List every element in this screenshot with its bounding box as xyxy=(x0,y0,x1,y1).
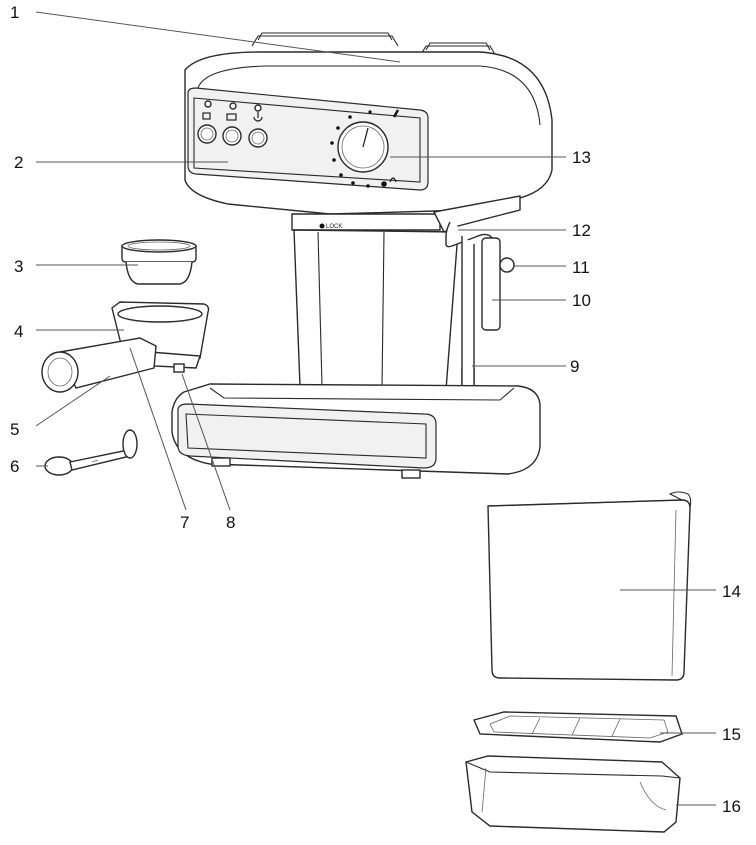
button-double-cup xyxy=(222,113,242,146)
steam-selector-knob xyxy=(330,109,400,188)
part-label-16: 16 xyxy=(722,797,741,816)
part-label-14: 14 xyxy=(722,582,741,601)
part-label-3: 3 xyxy=(14,257,23,276)
machine-column xyxy=(293,229,459,391)
lock-indicator-text: LOCK xyxy=(326,224,342,230)
part-label-6: 6 xyxy=(10,457,19,476)
power-button xyxy=(248,112,268,148)
part-label-11: 11 xyxy=(572,258,590,277)
part-label-2: 2 xyxy=(14,153,23,172)
part-label-10: 10 xyxy=(572,291,591,310)
part-label-7: 7 xyxy=(180,513,189,532)
portafilter-handle xyxy=(41,337,157,393)
part-label-1: 1 xyxy=(10,3,19,22)
group-head: LOCK xyxy=(291,213,441,231)
button-single-cup xyxy=(197,112,217,144)
part-label-9: 9 xyxy=(570,357,579,376)
part-label-15: 15 xyxy=(722,725,741,744)
steam-wand-assembly xyxy=(432,195,521,394)
callout-leader-lines xyxy=(35,11,716,806)
part-label-13: 13 xyxy=(572,148,591,167)
machine-base xyxy=(171,383,541,479)
drip-tray xyxy=(465,755,681,833)
espresso-machine-illustration: LOCK xyxy=(171,32,553,479)
filter-basket xyxy=(121,239,197,285)
part-number-labels: 1 2 3 4 5 6 7 8 9 10 11 12 13 14 15 16 xyxy=(10,3,741,816)
part-label-8: 8 xyxy=(226,513,235,532)
measuring-spoon-tamper xyxy=(44,429,138,476)
water-tank xyxy=(487,491,692,681)
part-label-5: 5 xyxy=(10,420,19,439)
part-label-12: 12 xyxy=(572,221,591,240)
drip-tray-grid xyxy=(473,711,683,743)
part-label-4: 4 xyxy=(14,322,23,341)
